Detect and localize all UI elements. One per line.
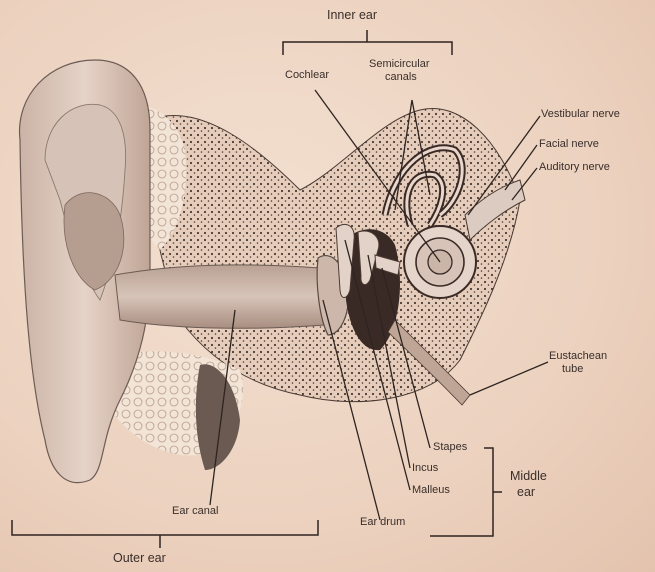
vestibular-nerve-label: Vestibular nerve <box>541 108 620 120</box>
stapes-label: Stapes <box>433 441 467 453</box>
eustachean-tube-label-1: Eustachean <box>549 350 607 362</box>
cochlear-label: Cochlear <box>285 69 329 81</box>
ear-canal-label: Ear canal <box>172 505 218 517</box>
semicircular-canals-label-2: canals <box>385 71 417 83</box>
outer-ear-label: Outer ear <box>113 552 166 564</box>
eustachean-tube-label-2: tube <box>562 363 583 375</box>
inner-ear-bracket <box>283 30 452 55</box>
facial-nerve-label: Facial nerve <box>539 138 599 150</box>
semicircular-canals-label-1: Semicircular <box>369 58 430 70</box>
malleus-label: Malleus <box>412 484 450 496</box>
incus-label: Incus <box>412 462 438 474</box>
middle-ear-label-2: ear <box>517 486 535 498</box>
ear-canal-tube <box>115 265 325 328</box>
middle-ear-label-1: Middle <box>510 470 547 482</box>
auditory-nerve-label: Auditory nerve <box>539 161 610 173</box>
ear-drum-label: Ear drum <box>360 516 405 528</box>
outer-ear-bracket <box>12 520 318 548</box>
inner-ear-label: Inner ear <box>327 9 377 21</box>
